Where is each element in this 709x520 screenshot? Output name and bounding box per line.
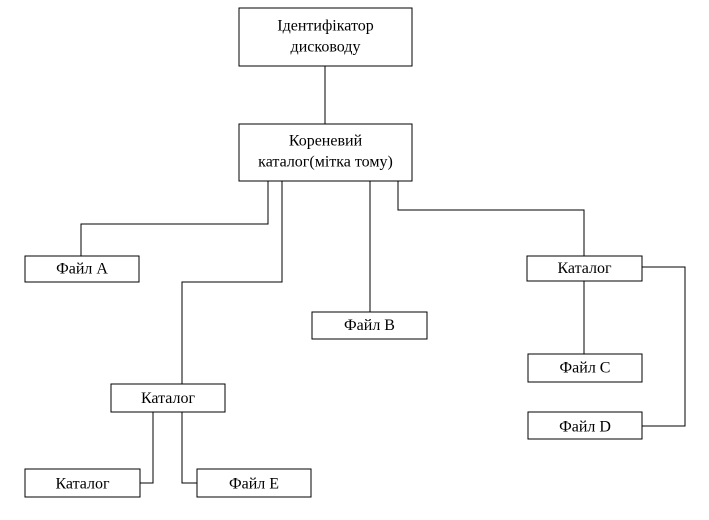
edge-root-to-catalog-mid xyxy=(181,181,283,384)
node-file-d-label: Файл D xyxy=(559,419,611,436)
node-root-catalog-line-2: каталог(мітка тому) xyxy=(258,154,393,171)
node-file-a: Файл A xyxy=(24,255,140,283)
edge-catalog-mid-to-file-e xyxy=(181,412,197,484)
node-catalog-bottom: Каталог xyxy=(24,468,141,498)
node-file-c-label: Файл C xyxy=(560,360,611,377)
node-drive-id: Ідентифікатор дисководу xyxy=(238,7,413,67)
node-catalog-right-label: Каталог xyxy=(557,260,612,277)
node-file-b: Файл B xyxy=(311,311,428,340)
node-file-e: Файл E xyxy=(196,468,312,498)
edge-catalog-right-to-file-d xyxy=(642,266,686,427)
connectors xyxy=(80,66,686,484)
node-catalog-bottom-label: Каталог xyxy=(55,476,110,493)
node-drive-id-line-2: дисководу xyxy=(291,39,361,56)
node-file-b-label: Файл B xyxy=(344,317,395,334)
node-drive-id-line-1: Ідентифікатор xyxy=(277,18,374,35)
node-root-catalog: Кореневий каталог(мітка тому) xyxy=(238,123,413,182)
node-catalog-mid-label: Каталог xyxy=(141,390,196,407)
node-catalog-mid: Каталог xyxy=(110,383,226,413)
node-catalog-right: Каталог xyxy=(526,255,643,282)
node-file-d: Файл D xyxy=(527,411,643,440)
node-file-a-label: Файл A xyxy=(56,261,108,278)
node-root-catalog-line-1: Кореневий xyxy=(289,133,363,150)
node-file-e-label: Файл E xyxy=(229,476,279,493)
edge-root-to-file-a xyxy=(80,181,269,256)
edge-catalog-mid-to-catalog-bottom xyxy=(140,412,154,484)
edge-root-to-catalog-right xyxy=(397,181,585,256)
node-file-c: Файл C xyxy=(527,353,643,383)
